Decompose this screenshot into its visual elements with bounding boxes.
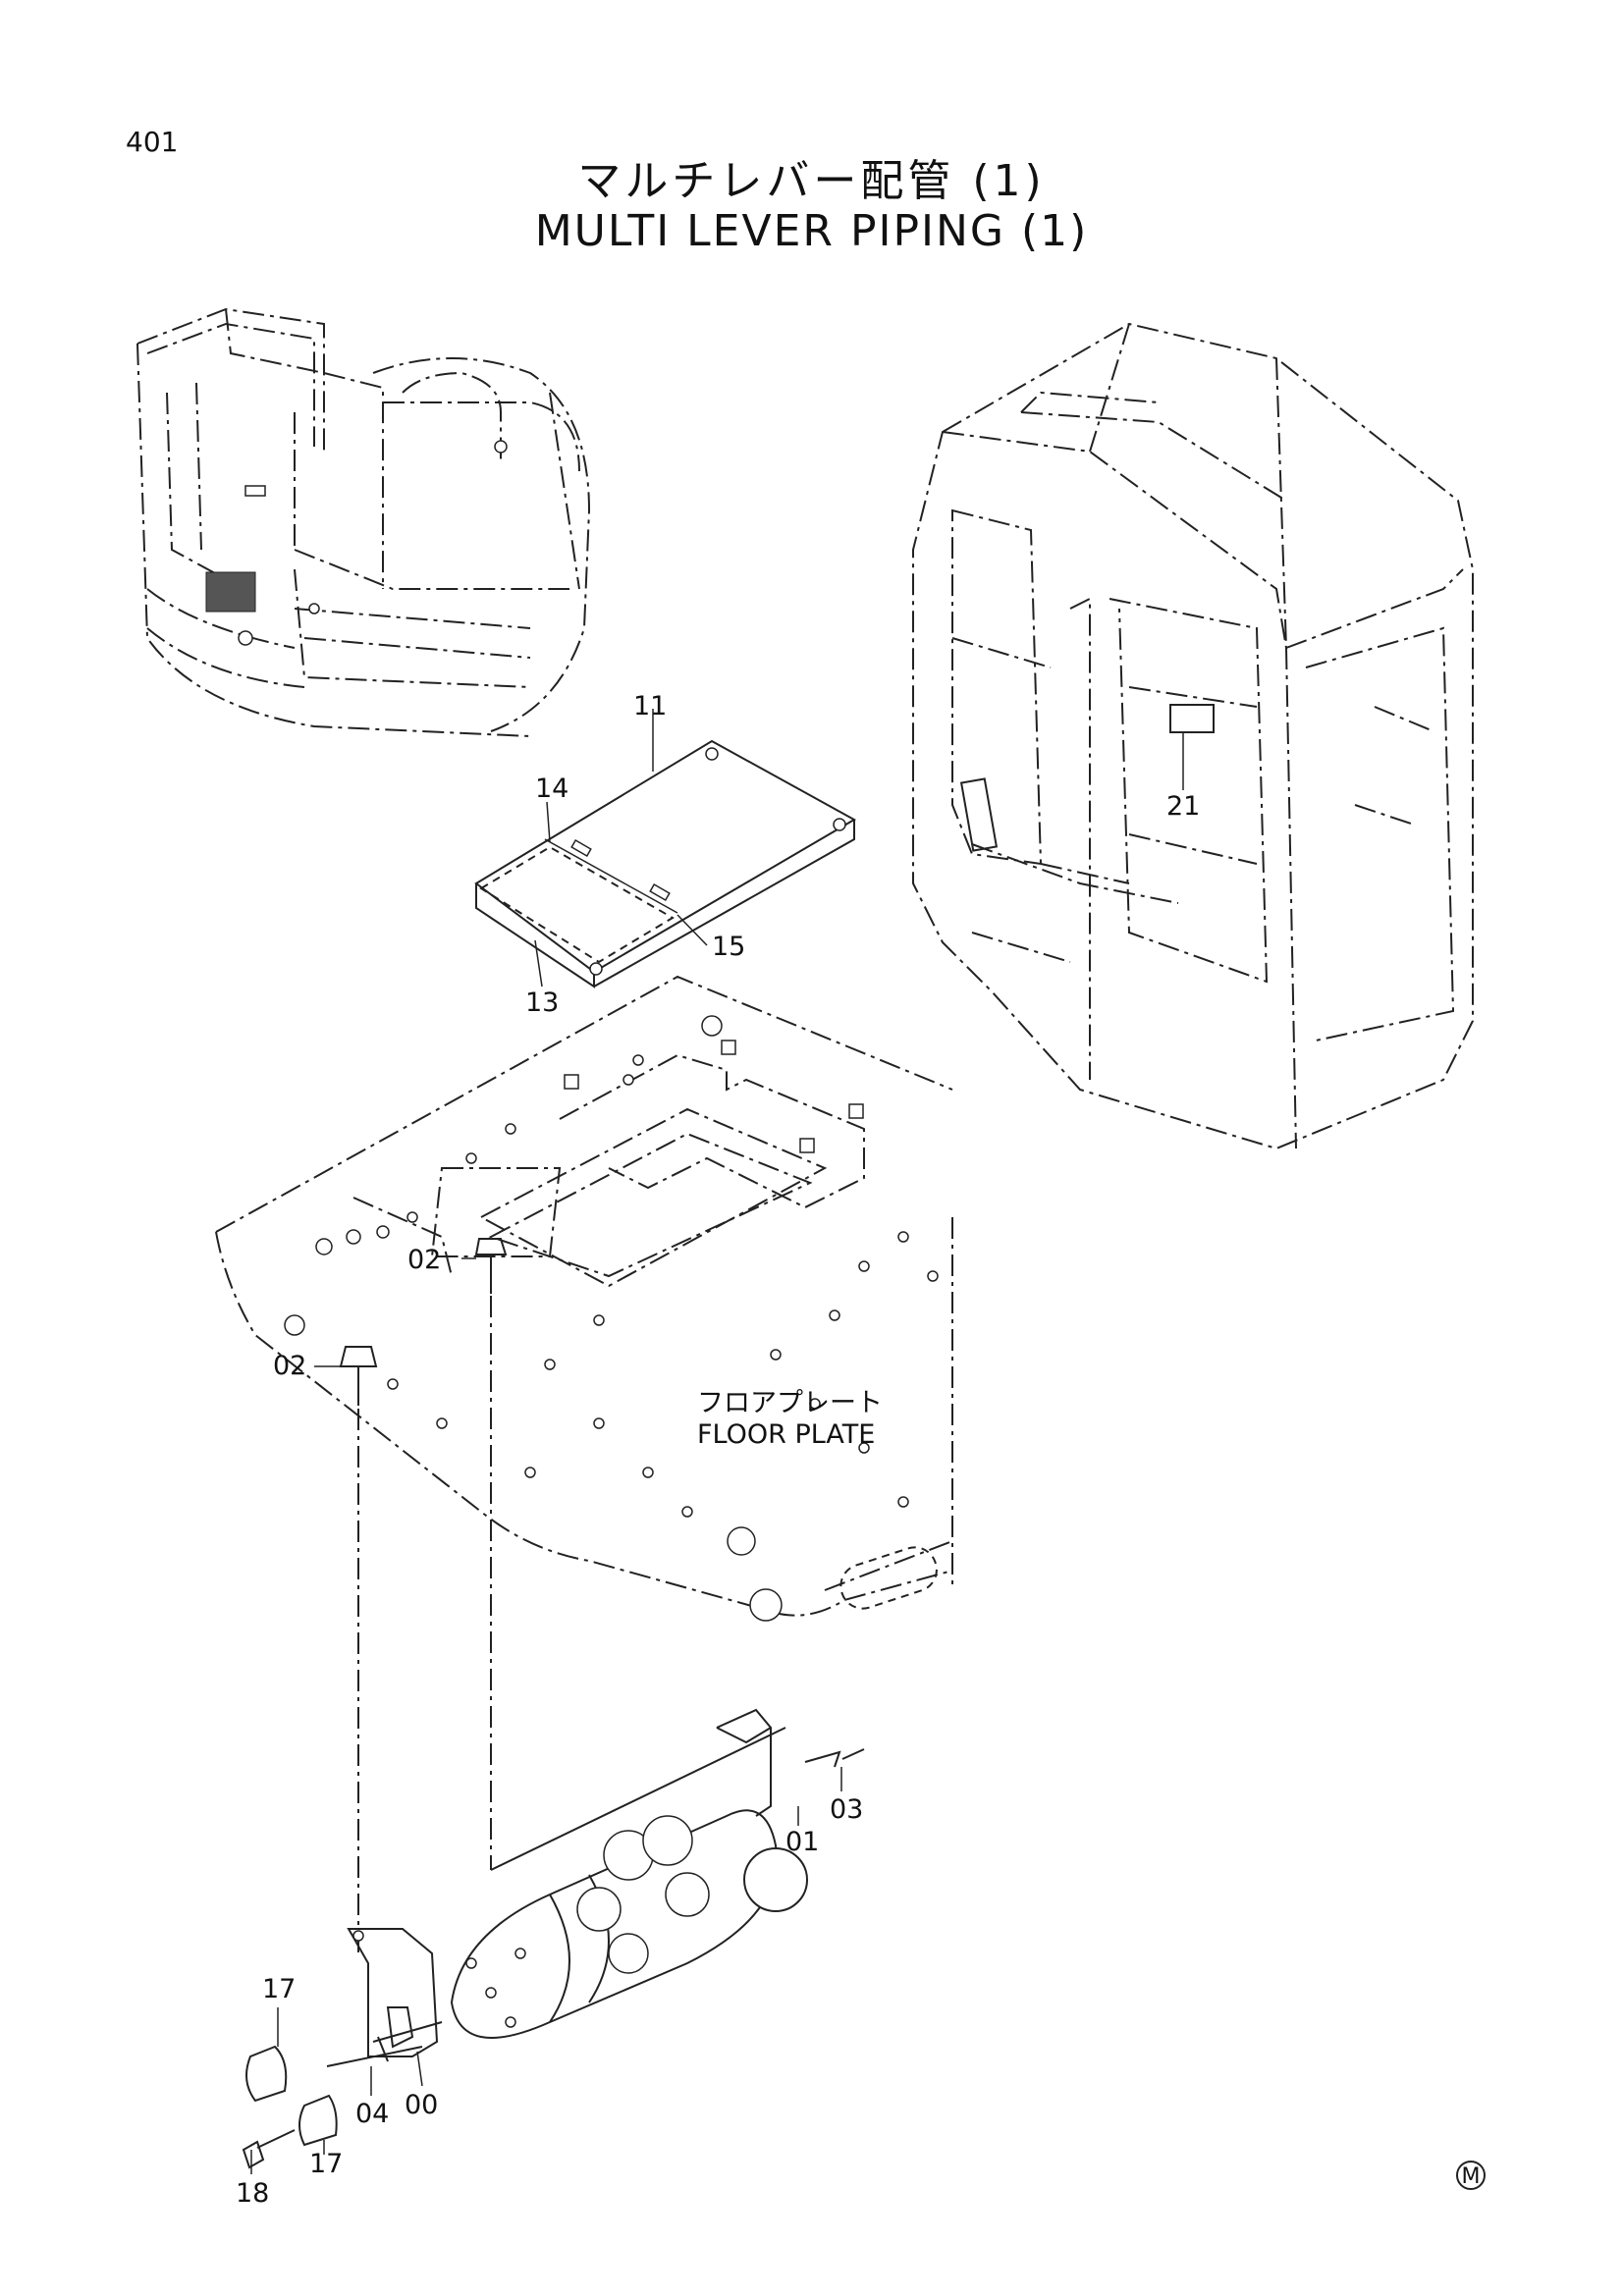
- part-label-17-lower: 17: [309, 2149, 343, 2179]
- leader-lines: [250, 731, 1184, 2174]
- part-label-02-upper: 02: [407, 1245, 441, 1275]
- part-label-11: 11: [633, 691, 667, 721]
- page-number: 401: [126, 126, 179, 158]
- machine-overview-illustration: [136, 307, 591, 737]
- title-english: MULTI LEVER PIPING (1): [534, 206, 1089, 256]
- footer-mark: M: [1462, 2164, 1481, 2189]
- part-label-00: 00: [405, 2090, 438, 2120]
- floor-mat-assembly: [474, 709, 857, 988]
- floor-plate-illustration: [215, 975, 953, 1622]
- part-label-02-lower: 02: [273, 1351, 306, 1381]
- mounting-bolts: [314, 1238, 508, 1953]
- part-label-01: 01: [785, 1827, 819, 1857]
- part-label-17-upper: 17: [262, 1974, 296, 2004]
- circled-m-mark: [1456, 2161, 1486, 2190]
- floor-plate-label-english: FLOOR PLATE: [697, 1419, 875, 1450]
- cab-illustration: [912, 322, 1474, 1150]
- part-label-14: 14: [535, 774, 568, 804]
- title-japanese: マルチレバー配管 (1): [577, 156, 1046, 206]
- part-label-21: 21: [1166, 791, 1200, 822]
- part-label-18: 18: [236, 2178, 269, 2209]
- part-label-13: 13: [525, 988, 559, 1018]
- floor-plate-label-japanese: フロアプレート: [697, 1388, 883, 1418]
- part-label-03: 03: [830, 1794, 863, 1825]
- part-label-04: 04: [355, 2099, 389, 2129]
- part-label-15: 15: [712, 932, 745, 962]
- multi-lever-valve-assembly: [242, 1708, 865, 2169]
